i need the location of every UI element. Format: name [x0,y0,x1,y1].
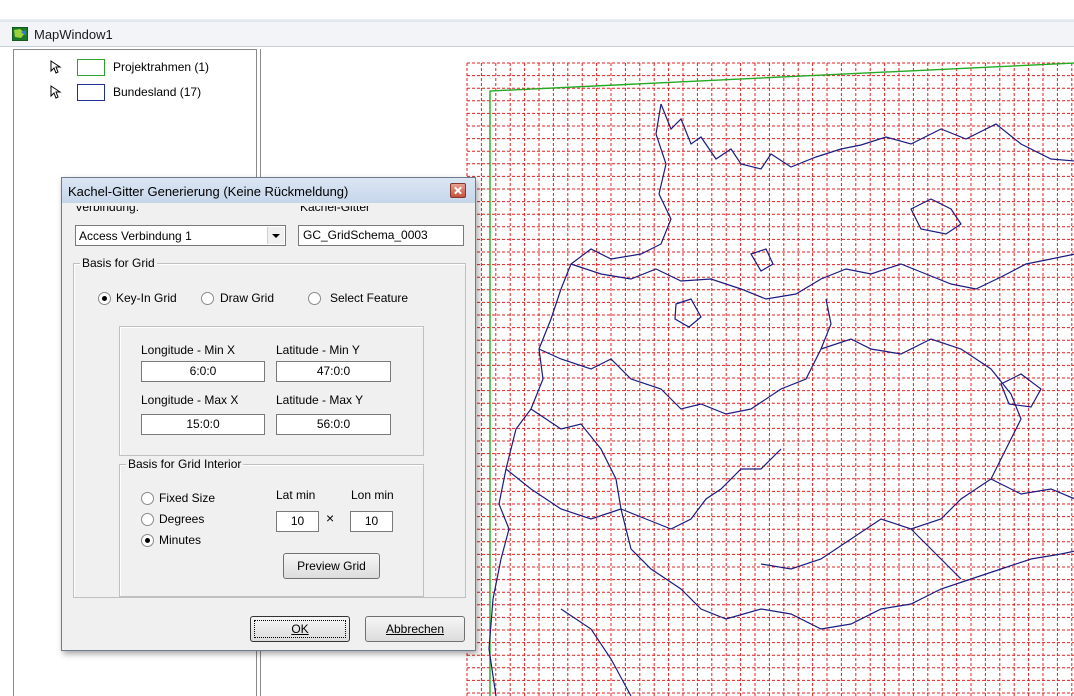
minutes-radio[interactable] [141,534,154,547]
degrees-label[interactable]: Degrees [159,512,205,526]
island-rostock [910,198,962,235]
ok-button[interactable]: OK [250,616,350,642]
island-hamburg [750,248,774,272]
lat-max-label: Latitude - Max Y [276,393,364,407]
legend-swatch-bundesland [77,84,105,101]
chevron-down-icon[interactable] [267,227,284,244]
draw-grid-label[interactable]: Draw Grid [220,291,275,305]
kachel-gitter-label: Kachel-Gitter [300,206,371,214]
bundesland-layer [488,103,1074,696]
map-window-title: MapWindow1 [34,27,113,42]
bavaria-border [620,508,1074,630]
grid-interior-group: Basis for Grid Interior [119,457,424,597]
coordinates-frame [119,326,424,456]
preview-grid-button[interactable]: Preview Grid [283,553,380,579]
key-in-grid-radio[interactable] [98,292,111,305]
pointer-icon [50,60,62,74]
coast-boundary [660,103,1074,170]
lon-min-input[interactable]: 6:0:0 [141,361,265,382]
basis-for-grid-group: Basis for Grid [73,256,466,598]
grid-layer [466,62,1074,696]
cancel-button-label: Abbrechen [385,622,445,636]
key-in-grid-label[interactable]: Key-In Grid [116,291,177,305]
legend-swatch-projektrahmen [77,59,105,76]
bw-border [505,468,632,696]
fixed-size-radio[interactable] [141,492,154,505]
north-state-border [570,253,1074,300]
kachel-gitter-input[interactable]: GC_GridSchema_0003 [298,225,464,246]
select-feature-radio[interactable] [308,292,321,305]
kachel-gitter-dialog: Kachel-Gitter Generierung (Keine Rückmel… [61,177,476,651]
lat-min-label: Latitude - Min Y [276,343,360,357]
east-border [760,338,1022,570]
projektrahmen-layer [489,62,1074,696]
legend-item-projektrahmen[interactable]: Projektrahmen (1) [14,56,254,78]
lon-max-input[interactable]: 15:0:0 [141,414,265,435]
close-icon[interactable] [450,183,466,198]
degrees-radio[interactable] [141,513,154,526]
top-strip [0,0,1074,22]
legend-label-bundesland: Bundesland (17) [113,85,202,99]
select-feature-label[interactable]: Select Feature [330,291,409,305]
map-window-titlebar[interactable]: MapWindow1 [0,22,1074,47]
map-window-icon [12,27,28,41]
island-bremen [674,298,702,328]
dialog-title: Kachel-Gitter Generierung (Keine Rückmel… [68,184,349,199]
lat-min-input[interactable]: 47:0:0 [276,361,391,382]
map-drawing [466,62,1074,696]
grid-interior-legend: Basis for Grid Interior [126,457,244,471]
basis-for-grid-legend: Basis for Grid [80,256,157,270]
lat-max-input[interactable]: 56:0:0 [276,414,391,435]
project-frame-line [489,62,1074,696]
verbindung-select[interactable]: Access Verbindung 1 [75,225,286,246]
niedersachsen-border [538,298,832,415]
verbindung-label: Verbindung: [75,206,140,214]
lat-min-step-input[interactable]: 10 [276,511,319,532]
west-boundary [488,103,672,696]
island-berlin [1000,373,1042,408]
sachsen-border [910,478,1074,580]
legend-label-projektrahmen: Projektrahmen (1) [113,60,210,74]
ok-button-label: OK [291,622,309,636]
times-sign: × [326,510,335,526]
verbindung-selected: Access Verbindung 1 [79,229,192,243]
minutes-label[interactable]: Minutes [159,533,202,547]
legend-item-bundesland[interactable]: Bundesland (17) [14,81,254,103]
lon-min-step-label: Lon min [351,488,394,502]
lat-min-step-label: Lat min [276,488,316,502]
draw-grid-radio[interactable] [201,292,214,305]
fixed-size-label[interactable]: Fixed Size [159,491,216,505]
hessen-border [530,408,782,530]
pointer-icon [50,85,62,99]
lon-min-label: Longitude - Min X [141,343,236,357]
dialog-titlebar[interactable]: Kachel-Gitter Generierung (Keine Rückmel… [62,178,475,203]
lon-max-label: Longitude - Max X [141,393,239,407]
lon-min-step-input[interactable]: 10 [350,511,393,532]
cancel-button[interactable]: Abbrechen [365,616,465,642]
